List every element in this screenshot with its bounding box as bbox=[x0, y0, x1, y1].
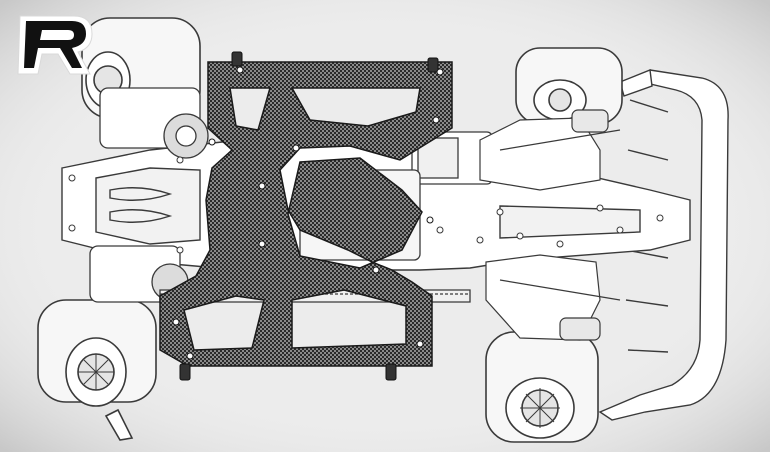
front-suspension bbox=[479, 109, 621, 341]
front-right-tyre bbox=[485, 331, 599, 443]
carbon-top-deck bbox=[159, 51, 453, 381]
rear-right-tyre bbox=[37, 299, 157, 441]
red-rc-logo-icon bbox=[17, 15, 93, 75]
